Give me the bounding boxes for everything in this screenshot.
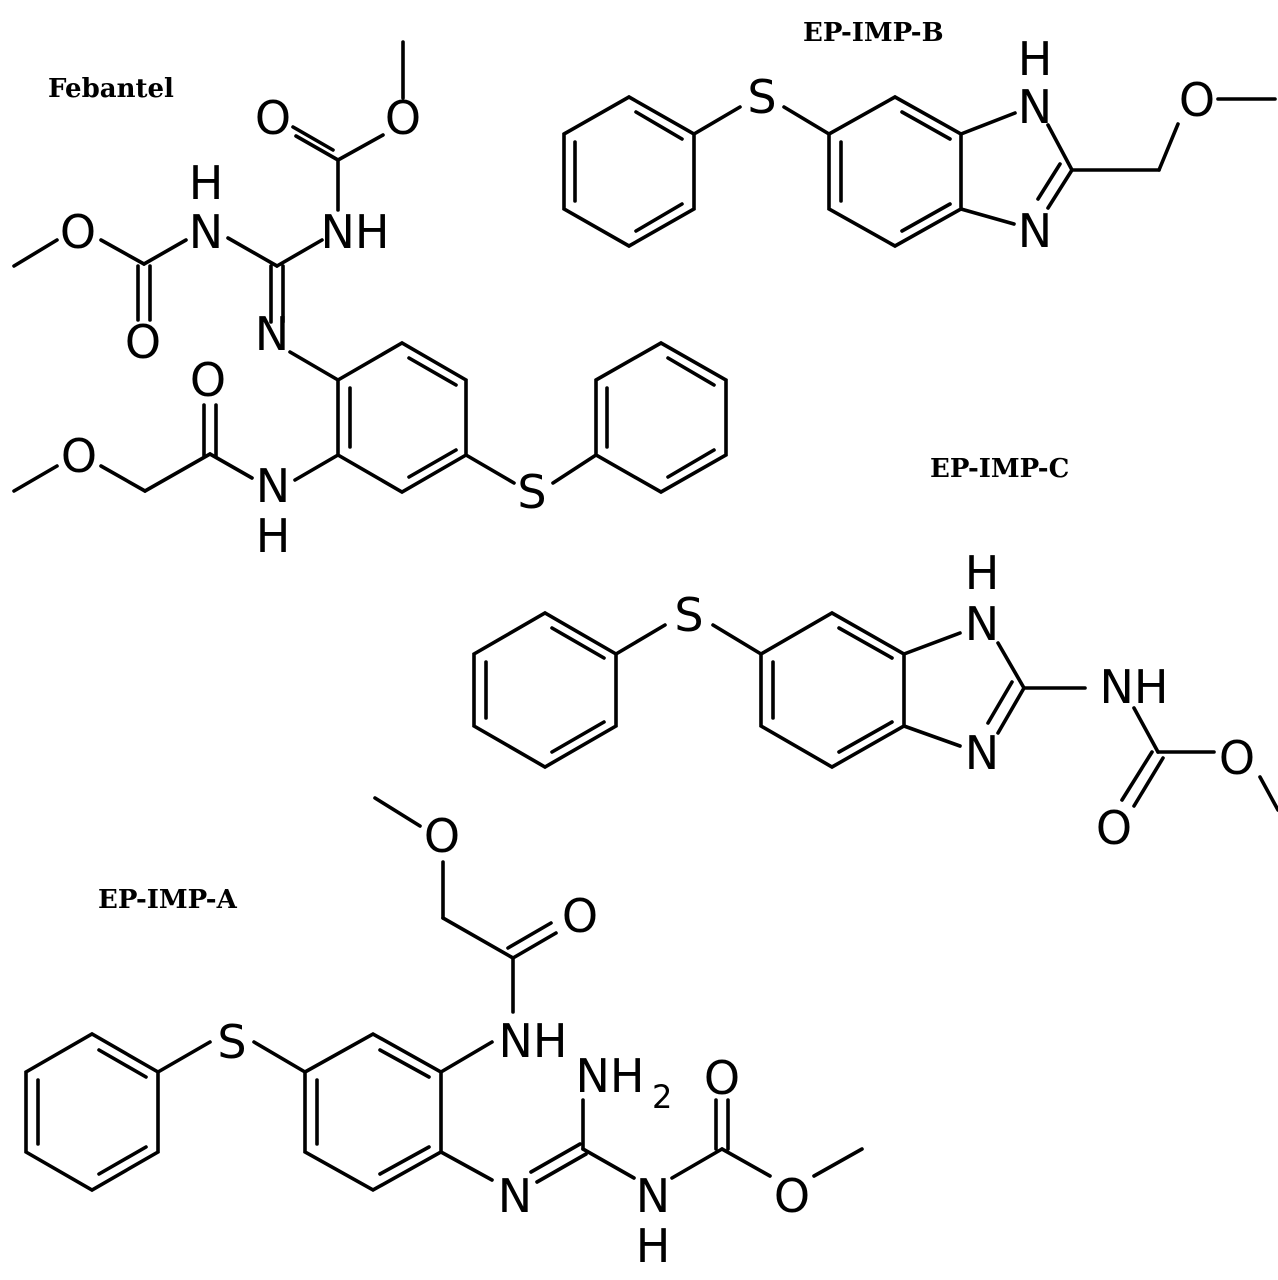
atom-n-amide: N	[256, 459, 290, 513]
title-febantel: Febantel	[48, 74, 174, 104]
atom-o-left-carbonyl: O	[125, 315, 161, 369]
atom-o-methoxy: O	[61, 429, 97, 483]
atom-o-amide-carbonyl: O	[190, 353, 226, 407]
structure-ep-imp-c: S N H N NH O O	[472, 546, 1278, 855]
atom-nh-right: NH	[321, 205, 390, 259]
atom-o-ester: O	[774, 1169, 810, 1223]
atom-h-carbamate: H	[636, 1219, 671, 1273]
atom-nh-amide: NH	[499, 1014, 568, 1068]
atom-n1: N	[965, 597, 999, 651]
atom-h-n1: H	[965, 546, 1000, 600]
atom-o-right-carbonyl: O	[255, 91, 291, 145]
atom-h-left: H	[189, 156, 224, 210]
title-ep-imp-b: EP-IMP-B	[803, 18, 944, 48]
atom-n1: N	[1018, 80, 1052, 134]
atom-n-carbamate: N	[636, 1169, 670, 1223]
atom-h-n1: H	[1018, 32, 1053, 86]
atom-s: S	[674, 588, 703, 642]
atom-o-methoxy: O	[1179, 73, 1215, 127]
atom-s: S	[217, 1015, 246, 1069]
atom-nh2: NH	[576, 1049, 645, 1103]
atom-o-carbonyl: O	[1096, 801, 1132, 855]
atom-o-left-ester: O	[60, 205, 96, 259]
atom-o-ester: O	[1219, 731, 1255, 785]
structure-ep-imp-b: S N H N O	[562, 32, 1277, 258]
atom-h-amide: H	[256, 509, 291, 563]
atom-s: S	[747, 70, 776, 124]
title-ep-imp-a: EP-IMP-A	[98, 885, 238, 915]
atom-n-imine: N	[498, 1169, 532, 1223]
structure-febantel: N N H NH O O O O N H O O S	[12, 40, 728, 563]
atom-s: S	[517, 465, 546, 519]
structure-ep-imp-a: S NH O O NH 2 N N H O O	[24, 796, 864, 1273]
atom-n-left: N	[189, 205, 223, 259]
atom-nh-carbamate: NH	[1100, 660, 1169, 714]
atom-n3: N	[1018, 204, 1052, 258]
atom-n3: N	[965, 726, 999, 780]
atom-o-carbonyl: O	[704, 1051, 740, 1105]
atom-n-imine: N	[255, 307, 289, 361]
atom-o-right-ester: O	[385, 91, 421, 145]
atom-o-methoxy: O	[424, 809, 460, 863]
atom-nh2-subscript: 2	[652, 1078, 672, 1116]
atom-o-amide-carbonyl: O	[562, 889, 598, 943]
title-ep-imp-c: EP-IMP-C	[930, 454, 1069, 484]
